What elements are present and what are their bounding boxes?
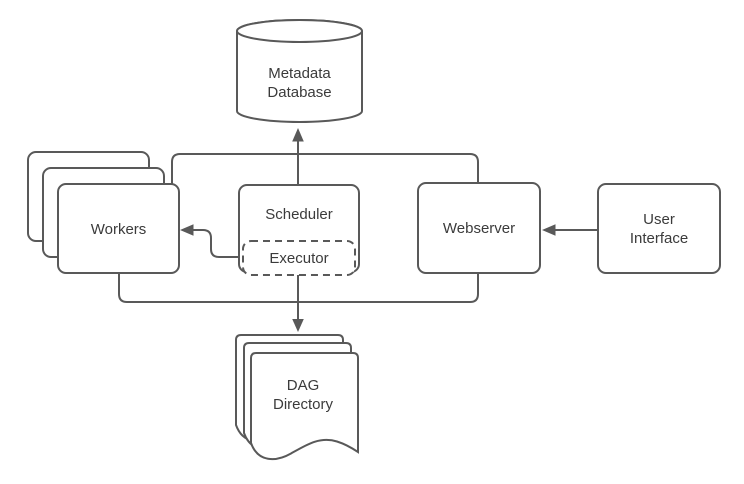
workers-stack-front [57,183,180,274]
scheduler-node: Scheduler Executor [238,184,360,276]
user-interface-label-line2: Interface [630,230,688,247]
workers-node: Workers [27,151,180,274]
dag-directory-label-line1: DAG [287,377,320,394]
executor-box [242,240,356,276]
webserver-node: Webserver [417,182,541,274]
arrow-left-icon [180,224,194,236]
top-bus-line [171,153,479,184]
executor-label: Executor [269,250,328,267]
arrow-left-icon [542,224,556,236]
arrow-down-icon [292,319,304,332]
dag-document-front [250,352,359,461]
executor-to-workers-line [192,229,239,258]
webserver-label: Webserver [443,220,515,237]
metadata-database-label-line1: Metadata [268,65,331,82]
dag-directory-node: DAG Directory [235,334,359,461]
connectors [118,128,598,332]
user-interface-node: User Interface [597,183,721,274]
user-interface-box [597,183,721,274]
dag-directory-label-line2: Directory [273,396,334,413]
database-cylinder-top [236,19,363,43]
webserver-box [417,182,541,274]
scheduler-label: Scheduler [265,206,333,223]
workers-label: Workers [91,221,147,238]
metadata-database-node: Metadata Database [236,19,363,123]
user-interface-label-line1: User [643,211,675,228]
arrow-up-icon [292,128,304,142]
metadata-database-label-line2: Database [267,84,331,101]
